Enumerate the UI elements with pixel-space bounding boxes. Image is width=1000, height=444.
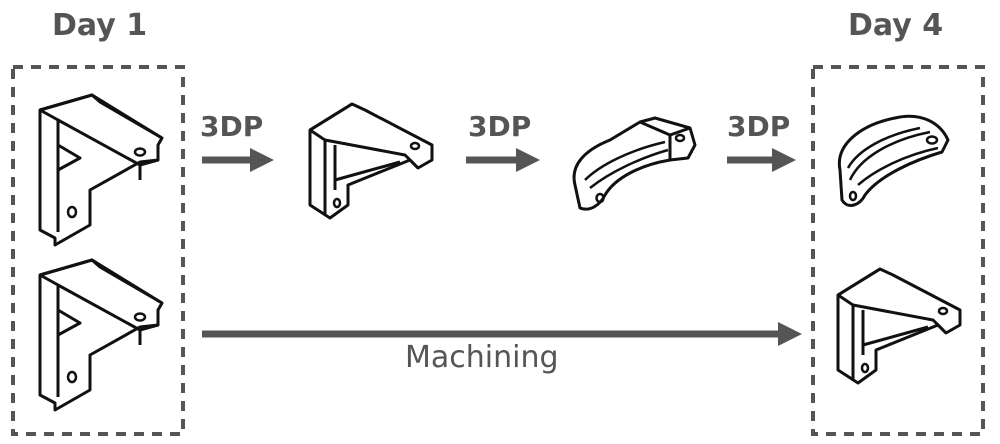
- arrow-3dp-3: [727, 148, 796, 172]
- arrow-3dp-1: [202, 148, 274, 172]
- arrow-machining: [202, 322, 802, 346]
- arrow-3dp-2: [466, 148, 540, 172]
- process-label-machining: Machining: [405, 340, 559, 375]
- bracket-original-top: [38, 93, 164, 247]
- bracket-machined-final: [836, 267, 962, 385]
- day-1-label: Day 1: [52, 8, 148, 43]
- day-4-dashed-box: [811, 65, 985, 436]
- process-label-3dp-2: 3DP: [468, 110, 532, 143]
- bracket-3dp-stage-1: [308, 102, 434, 220]
- bracket-original-bottom: [38, 258, 164, 412]
- bracket-3dp-stage-2: [572, 116, 697, 211]
- bracket-3dp-final: [837, 114, 950, 207]
- day-4-label: Day 4: [848, 8, 944, 43]
- process-label-3dp-3: 3DP: [727, 110, 791, 143]
- day-1-dashed-box: [11, 65, 185, 436]
- process-label-3dp-1: 3DP: [200, 110, 264, 143]
